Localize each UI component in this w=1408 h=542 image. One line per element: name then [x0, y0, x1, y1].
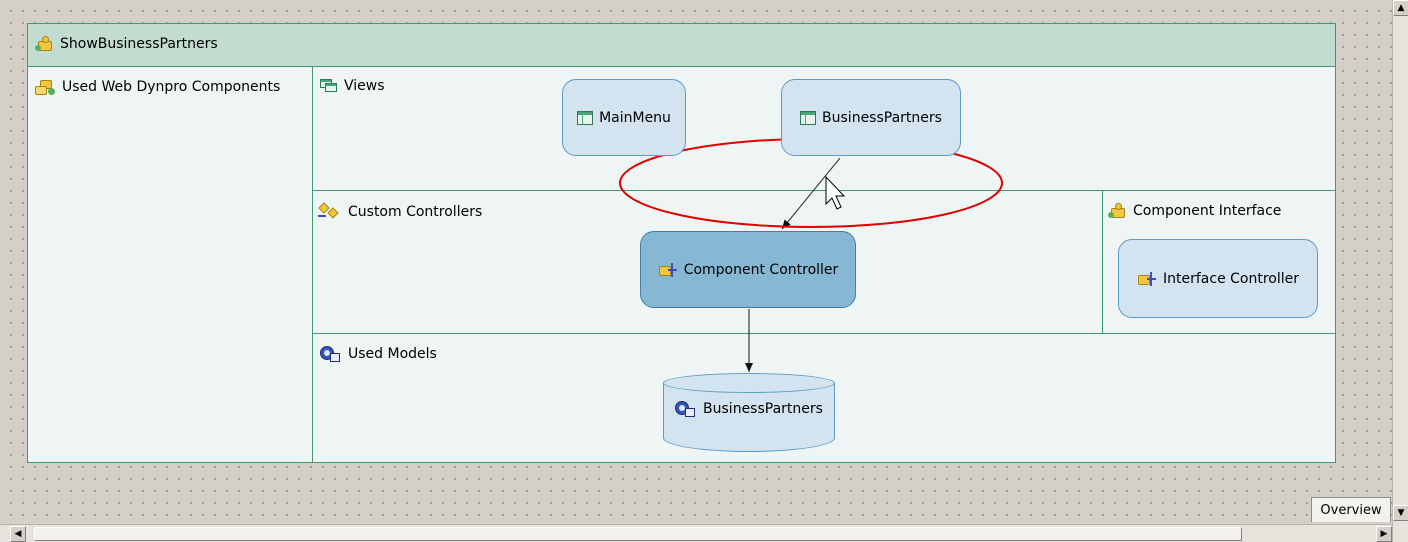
used-components-icon: [34, 78, 56, 96]
overview-tab[interactable]: Overview: [1311, 497, 1391, 522]
business-partners-view-node[interactable]: BusinessPartners: [781, 79, 961, 156]
business-partners-model-node[interactable]: BusinessPartners: [663, 373, 835, 452]
arrow-right-icon: ▶: [1380, 529, 1388, 539]
component-interface-section[interactable]: Component Interface: [1103, 191, 1335, 333]
views-section[interactable]: Views: [313, 67, 1335, 190]
arrow-down-icon: ▼: [1397, 508, 1405, 518]
divider-used-components: [312, 67, 313, 462]
view-icon: [800, 110, 817, 125]
component-interface-label: Component Interface: [1133, 203, 1282, 219]
main-menu-view-node[interactable]: MainMenu: [562, 79, 686, 156]
views-label: Views: [344, 78, 385, 94]
component-controller-label: Component Controller: [683, 261, 839, 278]
custom-controllers-label: Custom Controllers: [348, 204, 483, 220]
controller-icon: [658, 262, 678, 278]
scroll-right-button[interactable]: ▶: [1376, 526, 1392, 542]
business-partners-model-label: BusinessPartners: [703, 401, 823, 417]
main-menu-label: MainMenu: [599, 109, 671, 126]
component-header[interactable]: ShowBusinessPartners: [28, 24, 1335, 67]
arrow-up-icon: ▲: [1397, 3, 1405, 13]
views-icon: [320, 79, 338, 93]
horizontal-scrollbar[interactable]: ◀ ▶: [0, 524, 1392, 542]
component-title: ShowBusinessPartners: [60, 36, 218, 52]
view-icon: [577, 110, 594, 125]
scroll-left-button[interactable]: ◀: [10, 526, 26, 542]
scroll-down-button[interactable]: ▼: [1393, 505, 1408, 521]
horizontal-scroll-thumb[interactable]: [34, 527, 1242, 541]
overview-label: Overview: [1320, 502, 1382, 518]
used-components-section[interactable]: Used Web Dynpro Components: [28, 67, 312, 462]
vertical-scrollbar[interactable]: ▲ ▼: [1392, 0, 1408, 542]
custom-controllers-icon: [318, 202, 342, 221]
business-partners-view-label: BusinessPartners: [822, 109, 942, 126]
controller-icon: [1137, 271, 1157, 287]
divider-controllers: [313, 333, 1335, 334]
interface-controller-node[interactable]: Interface Controller: [1118, 239, 1318, 318]
model-icon: [675, 401, 697, 417]
used-models-section[interactable]: Used Models: [313, 334, 1335, 462]
used-models-label: Used Models: [348, 346, 437, 362]
arrow-left-icon: ◀: [14, 529, 22, 539]
interface-controller-label: Interface Controller: [1163, 270, 1299, 287]
used-components-label: Used Web Dynpro Components: [62, 79, 281, 95]
divider-interface: [1102, 191, 1103, 333]
component-interface-icon: [1108, 203, 1127, 219]
component-icon: [35, 36, 54, 52]
used-models-icon: [320, 346, 342, 362]
scroll-up-button[interactable]: ▲: [1393, 0, 1408, 16]
component-controller-node[interactable]: Component Controller: [640, 231, 856, 308]
custom-controllers-section[interactable]: Custom Controllers: [313, 191, 1102, 333]
